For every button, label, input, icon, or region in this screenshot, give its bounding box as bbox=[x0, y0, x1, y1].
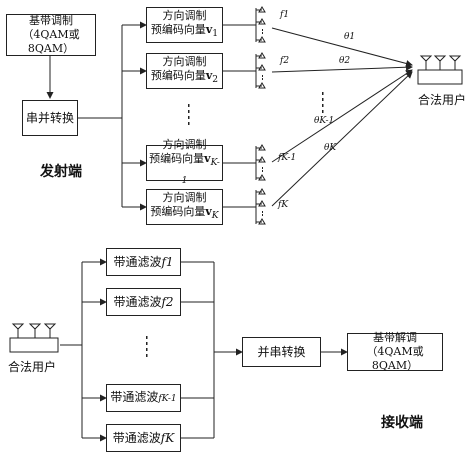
freq-label-1: f1 bbox=[280, 10, 290, 20]
filter-1-label: 带通滤波f1 bbox=[113, 255, 174, 269]
precoder-k-line1: 方向调制 bbox=[162, 190, 207, 204]
freq-label-k1: fK-1 bbox=[278, 153, 297, 163]
rx-legit-user-label: 合法用户 bbox=[8, 360, 57, 374]
freq-label-k: fK bbox=[278, 200, 289, 210]
serial-to-parallel-block: 串并转换 bbox=[22, 100, 78, 136]
sp-label: 串并转换 bbox=[25, 111, 74, 125]
angle-label-k: θK bbox=[324, 143, 337, 153]
angle-label-k1: θK-1 bbox=[314, 116, 335, 126]
tx-legit-user-label: 合法用户 bbox=[418, 93, 467, 107]
tx-user-device-icon bbox=[417, 55, 463, 85]
precoder-1-line2: 预编码向量v1 bbox=[150, 22, 219, 40]
demod-line2: （4QAM或8QAM） bbox=[366, 345, 424, 372]
precoder-block-k: 方向调制 预编码向量vK bbox=[146, 189, 223, 225]
bandpass-filter-k1: 带通滤波fK-1 bbox=[106, 384, 181, 412]
baseband-line2: （4QAM或8QAM） bbox=[22, 28, 80, 55]
bandpass-filter-2: 带通滤波f2 bbox=[106, 288, 181, 316]
ps-label: 并串转换 bbox=[257, 345, 306, 359]
demod-line1: 基带解调 bbox=[373, 331, 417, 344]
transmitter-title: 发射端 bbox=[40, 164, 82, 180]
precoder-k-line2: 预编码向量vK bbox=[150, 204, 219, 222]
receiver-title: 接收端 bbox=[381, 415, 423, 431]
bandpass-filter-k: 带通滤波fK bbox=[106, 424, 181, 452]
precoder-block-2: 方向调制 预编码向量v2 bbox=[146, 53, 223, 89]
filter-2-label: 带通滤波f2 bbox=[113, 295, 174, 309]
baseband-demodulation-block: 基带解调 （4QAM或8QAM） bbox=[347, 331, 443, 372]
baseband-line1: 基带调制 bbox=[29, 14, 73, 27]
baseband-modulation-block: 基带调制 （4QAM或8QAM） bbox=[6, 14, 96, 56]
angle-label-2: θ2 bbox=[339, 56, 351, 66]
filter-k1-label: 带通滤波fK-1 bbox=[110, 390, 177, 404]
precoder-block-k-1: 方向调制 预编码向量vK-1 bbox=[146, 138, 223, 186]
precoder-2-line2: 预编码向量v2 bbox=[150, 68, 219, 86]
ellipsis-dots bbox=[146, 92, 324, 357]
bandpass-filter-1: 带通滤波f1 bbox=[106, 248, 181, 276]
angle-label-1: θ1 bbox=[344, 32, 356, 42]
freq-label-2: f2 bbox=[280, 56, 290, 66]
parallel-to-serial-block: 并串转换 bbox=[242, 337, 321, 367]
precoder-2-line1: 方向调制 bbox=[162, 54, 207, 68]
precoder-block-1: 方向调制 预编码向量v1 bbox=[146, 7, 223, 43]
precoder-k1-line2: 预编码向量vK-1 bbox=[149, 151, 220, 187]
rx-user-device-icon bbox=[9, 323, 59, 353]
precoder-k1-line1: 方向调制 bbox=[162, 137, 207, 151]
filter-k-label: 带通滤波fK bbox=[112, 431, 175, 445]
precoder-1-line1: 方向调制 bbox=[162, 8, 207, 22]
tx-antenna-arrays bbox=[256, 6, 266, 225]
